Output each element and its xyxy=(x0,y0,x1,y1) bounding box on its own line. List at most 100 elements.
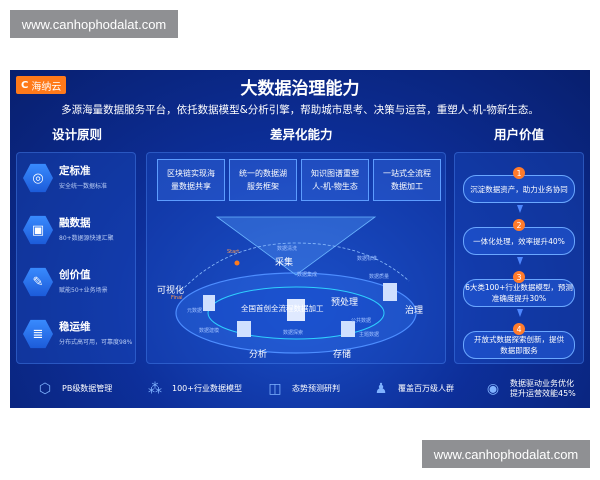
infographic-panel: C 海纳云 大数据治理能力 多源海量数据服务平台，依托数据模型&分析引擎，帮助城… xyxy=(10,70,590,408)
process-step-preprocess: 预处理 xyxy=(331,298,359,308)
capability-box: 知识图谱重塑人-机-物生态 xyxy=(301,159,369,201)
footer-text: 数据驱动业务优化提升运营效能45% xyxy=(510,379,576,399)
server-icon xyxy=(383,283,397,301)
principles-column: ◎ 定标准 安全统一数据标准 ▣ 融数据 80+数据源快速汇聚 ✎ 创价值 赋能… xyxy=(16,152,136,364)
value-text: 沉淀数据资产，助力业务协同 xyxy=(470,184,568,194)
value-icon: ✎ xyxy=(23,267,53,297)
capability-line: 统一的数据湖 xyxy=(239,169,287,178)
tiny-label: 数据建模 xyxy=(199,328,220,334)
principle-item: ▣ 融数据 80+数据源快速汇聚 xyxy=(21,211,133,255)
tiny-label: 数据标准 xyxy=(357,256,378,262)
principle-item: ✎ 创价值 赋能50+业务场景 xyxy=(21,263,133,307)
principle-title: 稳运维 xyxy=(59,321,91,333)
server-icon xyxy=(203,295,215,311)
capability-line: 人-机-物生态 xyxy=(312,182,358,191)
model-icon: ⁂ xyxy=(148,381,162,397)
page-subtitle: 多源海量数据服务平台，依托数据模型&分析引擎，帮助城市思考、决策与运营，重塑人-… xyxy=(61,104,539,116)
capability-box: 一站式全流程数据加工 xyxy=(373,159,441,201)
footer-item: ◫ 态势预测研判 xyxy=(264,376,340,402)
step-number-badge: 3 xyxy=(513,271,525,283)
process-step-collect: 采集 xyxy=(275,258,294,268)
process-center-label: 全国首创全流程数据加工 xyxy=(241,304,324,313)
flow-arrow xyxy=(180,242,410,292)
down-arrow-icon xyxy=(517,205,523,213)
server-icon xyxy=(287,299,305,321)
footer-text: 覆盖百万级人群 xyxy=(398,384,454,393)
process-step-analyze: 分析 xyxy=(249,350,268,360)
down-arrow-icon xyxy=(517,257,523,265)
footer-item: ◉ 数据驱动业务优化提升运营效能45% xyxy=(482,376,576,402)
value-text: 一体化处理，效率提升40% xyxy=(473,236,565,246)
value-text: 准确度提升30% xyxy=(491,294,547,303)
tiny-label: 公共数据 xyxy=(351,318,372,324)
footer-bar: ⬡ PB级数据管理 ⁂ 100+行业数据模型 ◫ 态势预测研判 ♟ 覆盖百万级人… xyxy=(10,368,590,408)
down-arrow-icon xyxy=(517,309,523,317)
cube-icon: ⬡ xyxy=(38,381,52,397)
footer-item: ♟ 覆盖百万级人群 xyxy=(370,376,454,402)
footer-line: 提升运营效能45% xyxy=(510,389,576,398)
ops-icon: ≣ xyxy=(23,319,53,349)
principle-item: ◎ 定标准 安全统一数据标准 xyxy=(21,159,133,203)
start-label: Start xyxy=(227,249,240,255)
start-dot xyxy=(234,260,240,266)
principle-title: 融数据 xyxy=(59,217,91,229)
capability-line: 量数据共享 xyxy=(171,182,211,191)
page-title: 大数据治理能力 xyxy=(240,79,360,99)
principle-title: 定标准 xyxy=(59,165,91,177)
principle-item: ≣ 稳运维 分布式高可用，可靠度98% xyxy=(21,315,133,359)
capability-box: 区块链实现海量数据共享 xyxy=(157,159,225,201)
capability-line: 知识图谱重塑 xyxy=(311,169,359,178)
values-column: 沉淀数据资产，助力业务协同 1 一体化处理，效率提升40% 2 6大类100+行… xyxy=(454,152,584,364)
server-icon xyxy=(341,321,355,337)
capability-line: 一站式全流程 xyxy=(383,169,431,178)
step-number-badge: 1 xyxy=(513,167,525,179)
tiny-label: 数据质量 xyxy=(369,274,390,280)
process-ring-graphic xyxy=(175,216,417,354)
footer-text: 100+行业数据模型 xyxy=(172,384,242,393)
tiny-label: 数据清洗 xyxy=(277,246,298,252)
footer-item: ⬡ PB级数据管理 xyxy=(34,376,112,402)
value-box: 开放式数据探索创新，提供数据即服务 xyxy=(463,331,575,359)
value-text: 数据即服务 xyxy=(500,346,538,355)
process-step-govern: 治理 xyxy=(405,306,424,316)
principle-desc: 安全统一数据标准 xyxy=(59,183,108,190)
tiny-label: 元数据 xyxy=(187,308,203,314)
principle-desc: 80+数据源快速汇聚 xyxy=(59,235,114,242)
step-number-badge: 4 xyxy=(513,323,525,335)
merge-icon: ▣ xyxy=(23,215,53,245)
watermark-bottom: www.canhophodalat.com xyxy=(422,440,590,468)
server-icon xyxy=(237,321,251,337)
principle-title: 创价值 xyxy=(59,269,91,281)
standard-icon: ◎ xyxy=(23,163,53,193)
final-label: Final xyxy=(171,295,183,301)
tiny-label: 数据探索 xyxy=(283,330,304,336)
value-text: 开放式数据探索创新，提供 xyxy=(474,335,564,344)
value-box: 一体化处理，效率提升40% xyxy=(463,227,575,255)
tiny-label: 数据集成 xyxy=(297,272,318,278)
logo-mark: C xyxy=(21,79,29,91)
tiny-label: 主题数据 xyxy=(359,332,380,338)
footer-item: ⁂ 100+行业数据模型 xyxy=(144,376,242,402)
section-title-values: 用户价值 xyxy=(494,127,545,142)
footer-text: PB级数据管理 xyxy=(62,384,113,393)
money-icon: ◉ xyxy=(486,381,500,397)
capability-line: 服务框架 xyxy=(247,182,279,191)
process-step-visualize: 可视化 xyxy=(157,286,185,296)
footer-line: 数据驱动业务优化 xyxy=(510,379,574,388)
section-title-capabilities: 差异化能力 xyxy=(270,127,333,142)
section-title-principles: 设计原则 xyxy=(52,127,103,142)
capabilities-column: 区块链实现海量数据共享 统一的数据湖服务框架 知识图谱重塑人-机-物生态 一站式… xyxy=(146,152,446,364)
capability-box: 统一的数据湖服务框架 xyxy=(229,159,297,201)
value-box: 6大类100+行业数据模型，预测准确度提升30% xyxy=(463,279,575,307)
process-step-store: 存储 xyxy=(333,350,352,360)
watermark-top: www.canhophodalat.com xyxy=(10,10,178,38)
people-icon: ♟ xyxy=(374,381,388,397)
principle-desc: 分布式高可用，可靠度98% xyxy=(59,339,133,346)
capability-line: 数据加工 xyxy=(391,182,423,191)
value-box: 沉淀数据资产，助力业务协同 xyxy=(463,175,575,203)
step-number-badge: 2 xyxy=(513,219,525,231)
logo-text: 海纳云 xyxy=(31,81,62,93)
principle-desc: 赋能50+业务场景 xyxy=(59,287,108,294)
chart-icon: ◫ xyxy=(268,381,282,397)
footer-text: 态势预测研判 xyxy=(292,384,340,393)
